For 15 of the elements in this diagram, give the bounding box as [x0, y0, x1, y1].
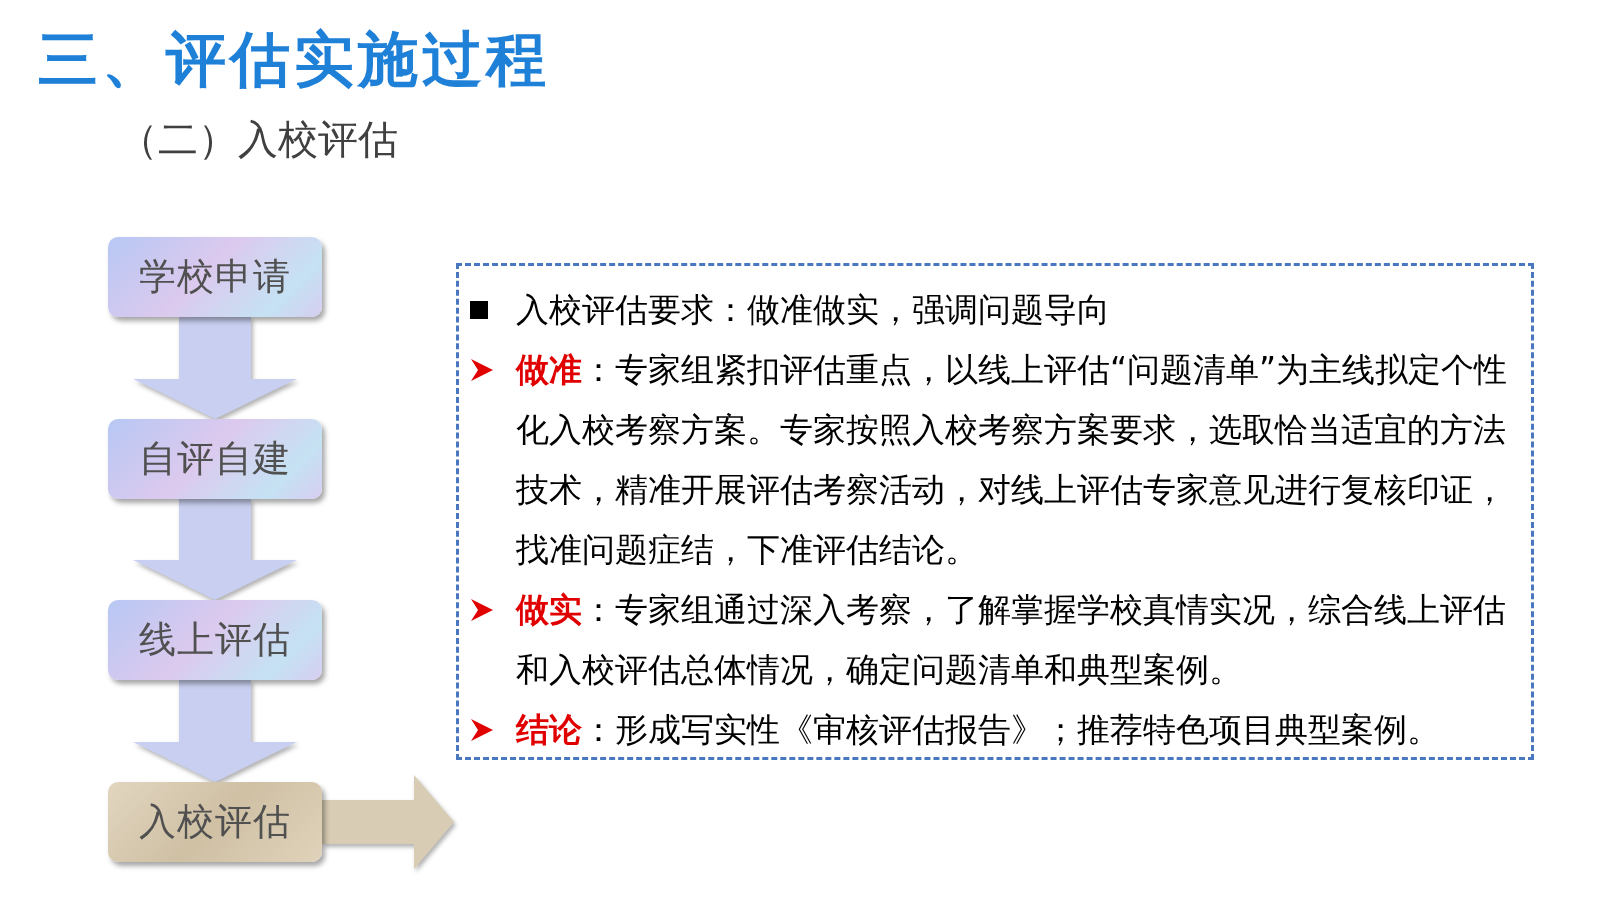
bullet-text: 结论：形成写实性《审核评估报告》；推荐特色项目典型案例。	[516, 700, 1521, 760]
block-arrow	[322, 775, 454, 869]
block-arrow	[133, 680, 297, 782]
step-box: 学校申请	[108, 237, 322, 317]
bullet-text: 做实：专家组通过深入考察，了解掌握学校真情实况，综合线上评估和入校评估总体情况，确定问题清单和典型案例。	[516, 580, 1521, 700]
block-arrow	[133, 317, 297, 419]
requirements-panel	[456, 263, 1534, 760]
step-box: 自评自建	[108, 419, 322, 499]
bullet-text: 做准：专家组紧扣评估重点，以线上评估“问题清单”为主线拟定个性化入校考察方案。专家按照入校考察方案要求，选取恰当适宜的方法技术，精准开展评估考察活动，对线上评估专家意见进行复核印证，找准问题症结，下准评估结论。	[516, 340, 1521, 580]
step-box: 线上评估	[108, 600, 322, 680]
title: 三、评估实施过程	[38, 23, 550, 96]
subtitle: （二）入校评估	[118, 115, 398, 164]
current-step-box: 入校评估	[108, 782, 322, 862]
requirement-heading: 入校评估要求：做准做实，强调问题导向	[516, 280, 1521, 340]
block-arrow	[133, 499, 297, 600]
